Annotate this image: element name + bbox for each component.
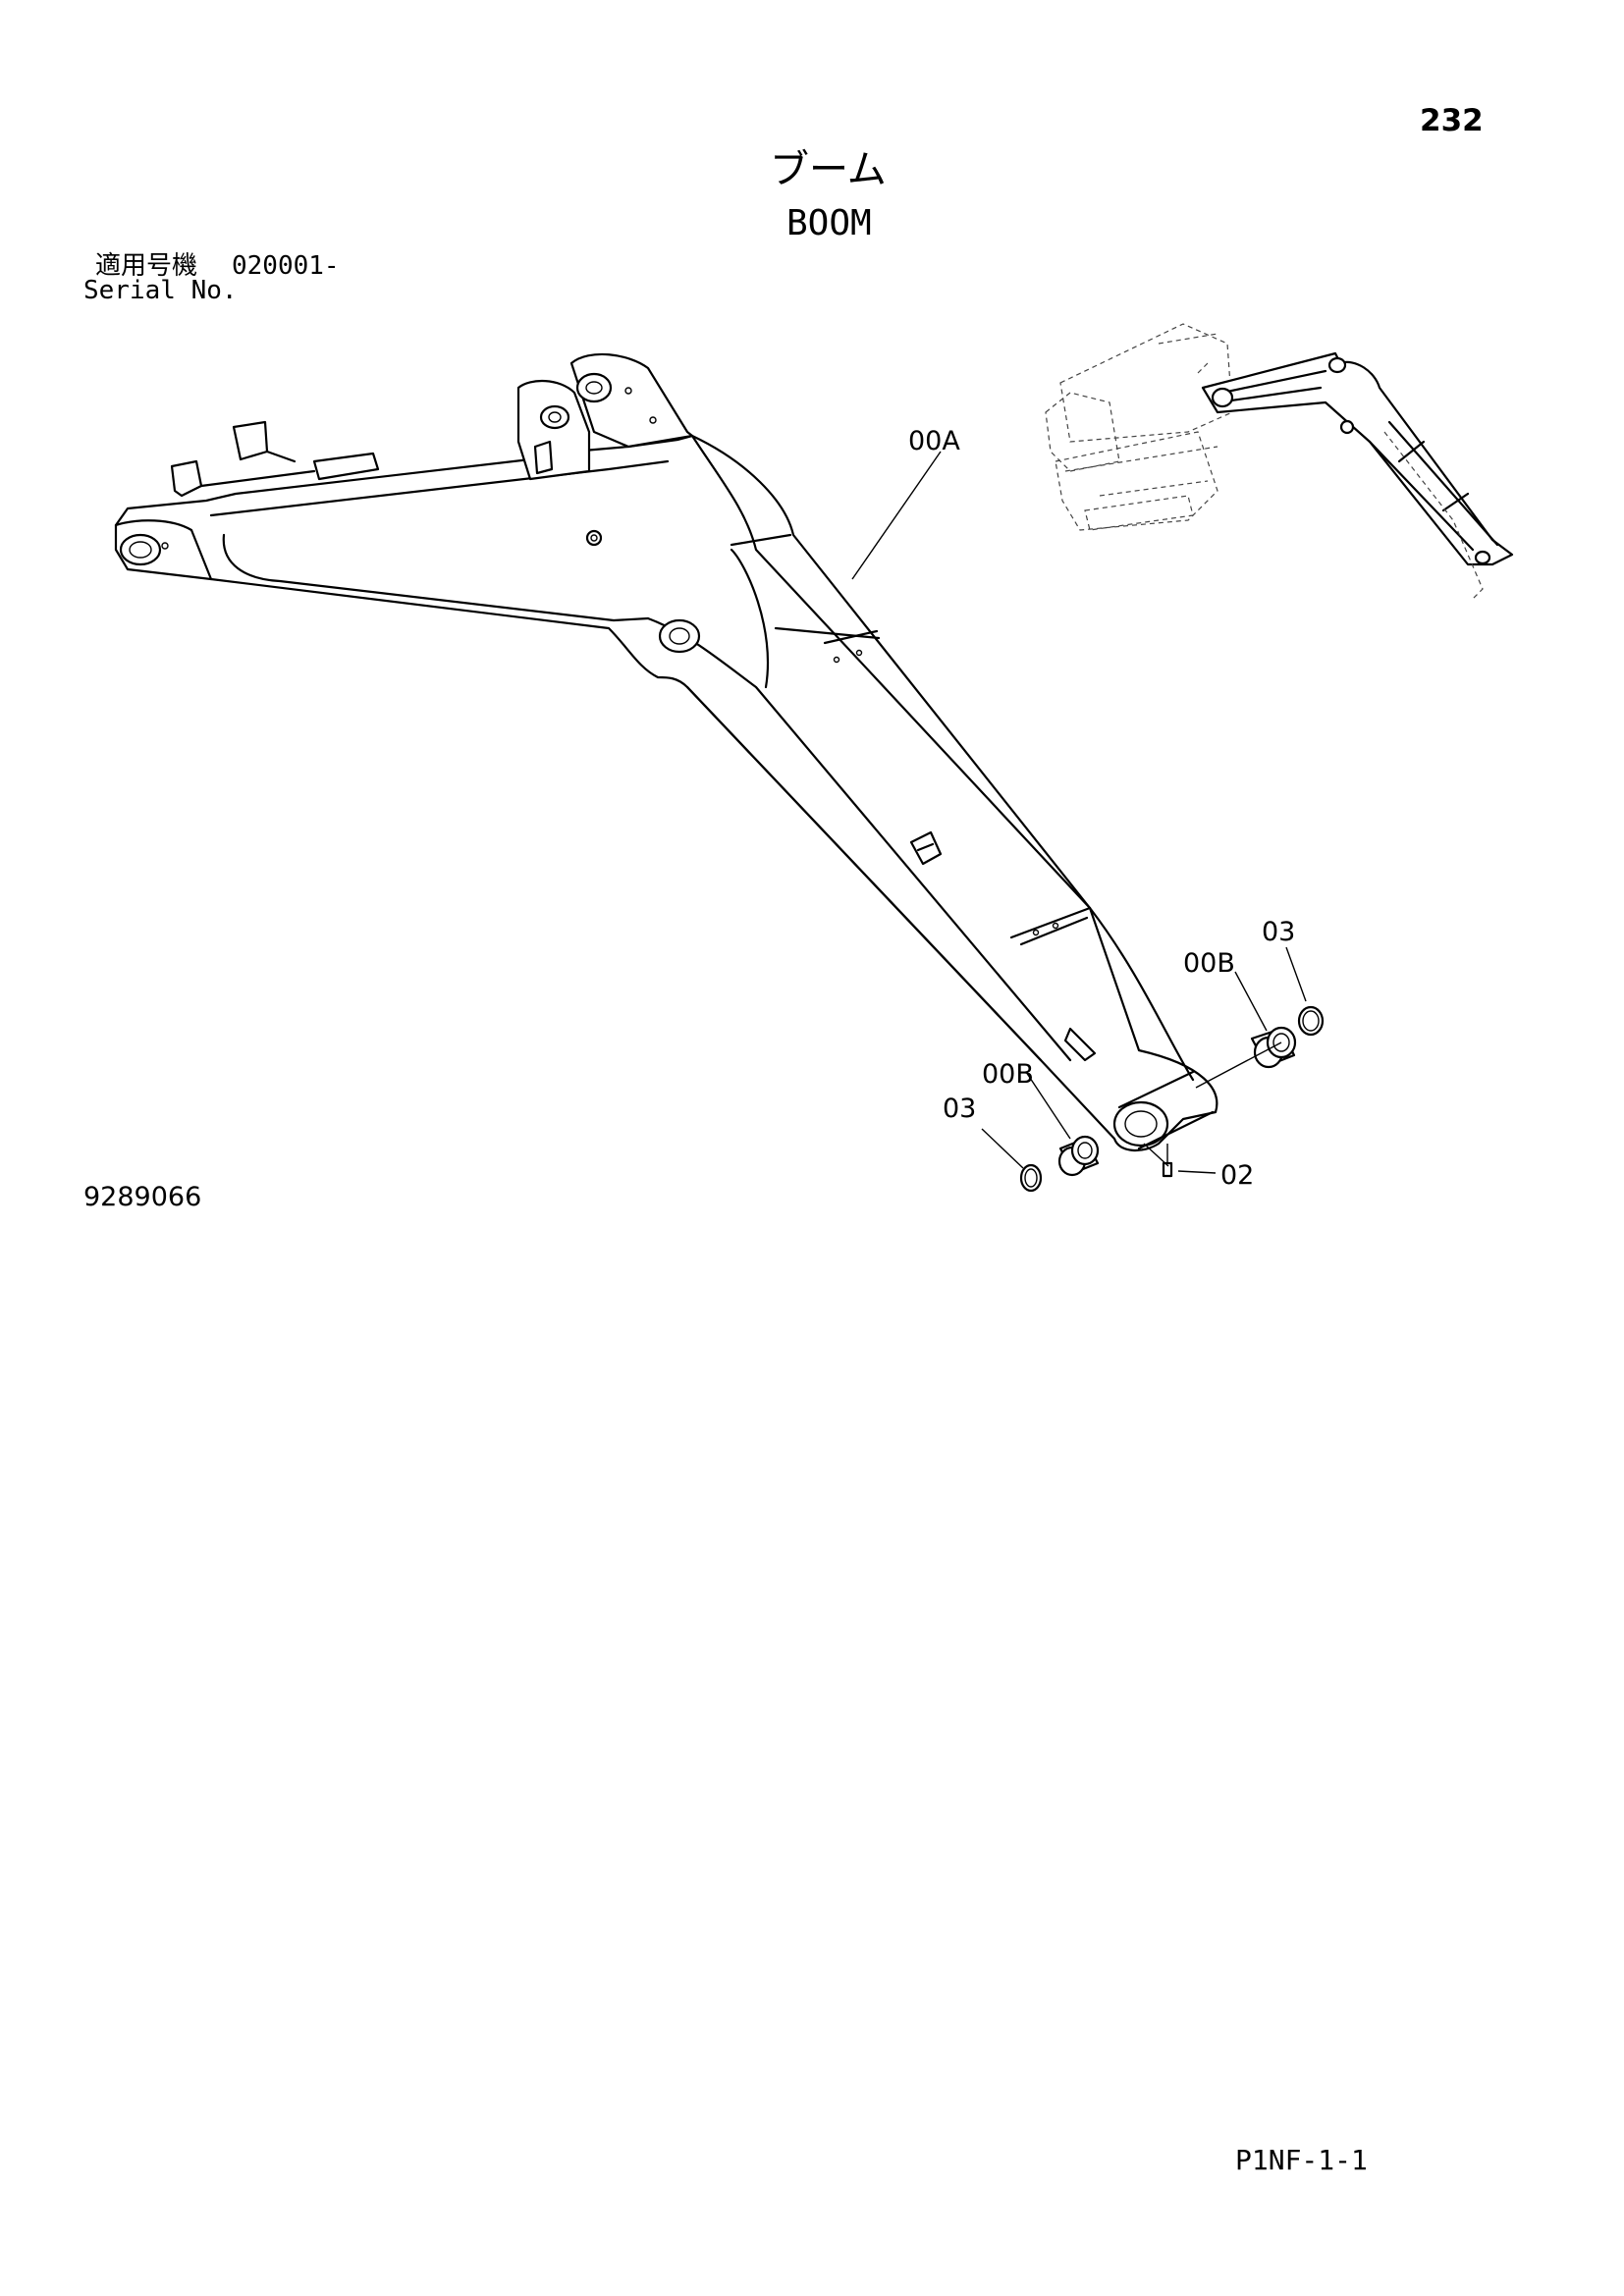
grease-fitting	[1162, 1144, 1173, 1178]
callout-03-left: 03	[943, 1094, 976, 1124]
inset-excavator-view	[1045, 323, 1514, 600]
page-code: P1NF-1-1	[1235, 2144, 1368, 2176]
serial-label-japanese: 適用号機	[95, 251, 198, 281]
ring-right	[1297, 1005, 1325, 1037]
page-number: 232	[1420, 103, 1484, 138]
callout-02: 02	[1220, 1160, 1254, 1191]
serial-label-english: Serial No.	[83, 276, 238, 305]
serial-number-value: 020001-	[232, 251, 340, 281]
callout-03-right: 03	[1262, 917, 1295, 947]
title-japanese: ブーム	[770, 147, 887, 192]
cylinder-lugs	[516, 352, 694, 481]
callout-00b-left: 00B	[982, 1059, 1034, 1090]
callout-00a: 00A	[908, 426, 960, 456]
bushing-left	[1057, 1135, 1100, 1177]
callout-00b-right: 00B	[1183, 948, 1235, 979]
drawing-number: 9289066	[83, 1182, 202, 1212]
leader-lines	[851, 451, 1307, 1174]
title-english: BOOM	[786, 203, 872, 243]
ring-left	[1019, 1163, 1043, 1193]
foot-brackets	[170, 420, 380, 498]
boom-tip	[1112, 1070, 1215, 1150]
boom-body	[114, 434, 1218, 1151]
